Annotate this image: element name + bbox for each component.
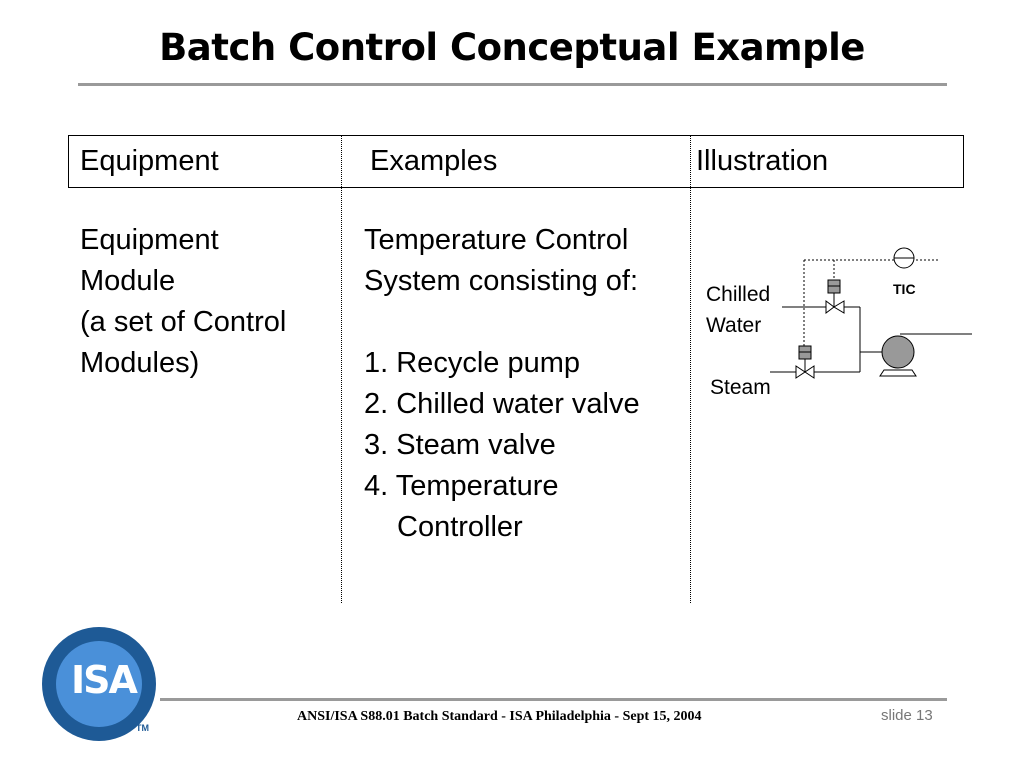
examples-item: 3. Steam valve bbox=[364, 429, 556, 461]
examples-cell: Temperature Control System consisting of… bbox=[364, 220, 640, 548]
logo-text: ISA bbox=[71, 658, 138, 702]
equipment-line: Modules) bbox=[80, 347, 200, 379]
column-divider-2 bbox=[690, 136, 691, 603]
examples-item: 1. Recycle pump bbox=[364, 347, 580, 379]
equipment-line: Module bbox=[80, 265, 176, 297]
slide-title: Batch Control Conceptual Example bbox=[159, 26, 865, 69]
examples-item: 2. Chilled water valve bbox=[364, 388, 640, 420]
examples-item-continuation: Controller bbox=[397, 511, 523, 543]
pid-illustration bbox=[770, 247, 972, 379]
equipment-line: (a set of Control bbox=[80, 306, 287, 338]
logo-trademark: TM bbox=[136, 723, 149, 733]
header-examples: Examples bbox=[370, 145, 498, 177]
examples-intro-line: Temperature Control bbox=[364, 224, 629, 256]
examples-item: 4. Temperature bbox=[364, 470, 559, 502]
steam-valve-icon bbox=[795, 345, 815, 379]
chilled-label: Chilled bbox=[706, 283, 771, 306]
recycle-pump-icon bbox=[879, 335, 917, 377]
column-divider-1 bbox=[341, 136, 342, 603]
title-divider bbox=[78, 83, 947, 86]
chilled-water-valve-icon bbox=[825, 279, 845, 314]
footer-text: ANSI/ISA S88.01 Batch Standard - ISA Phi… bbox=[297, 709, 702, 724]
footer-divider bbox=[160, 698, 947, 701]
table-header-row bbox=[68, 135, 964, 188]
steam-label: Steam bbox=[710, 376, 771, 399]
equipment-cell: Equipment Module (a set of Control Modul… bbox=[80, 220, 286, 384]
examples-intro-line: System consisting of: bbox=[364, 265, 638, 297]
equipment-line: Equipment bbox=[80, 224, 219, 256]
water-label: Water bbox=[706, 314, 762, 337]
tic-label: TIC bbox=[893, 281, 916, 297]
slide-number: slide 13 bbox=[881, 707, 933, 724]
header-equipment: Equipment bbox=[80, 145, 219, 177]
header-illustration: Illustration bbox=[696, 145, 829, 177]
isa-logo bbox=[42, 627, 156, 741]
